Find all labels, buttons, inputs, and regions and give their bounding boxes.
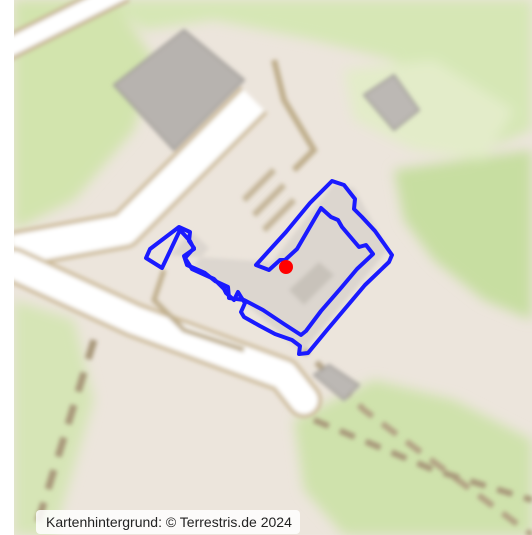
building-inner-court: [289, 262, 334, 305]
green-area-left: [14, 0, 154, 230]
attribution-text: Kartenhintergrund: © Terrestris.de 2024: [46, 514, 292, 530]
parking-marks: [241, 167, 297, 233]
building-small-top-right: [362, 73, 421, 132]
footpath-left: [151, 269, 245, 353]
map-tiles: [14, 0, 532, 535]
building-large: [112, 28, 246, 152]
footpath-upper: [271, 59, 318, 173]
feature-outline[interactable]: [144, 179, 394, 356]
path-diagonal-top-fill: [14, 0, 125, 56]
footpath-bottom-dashed: [312, 417, 532, 503]
map-attribution: Kartenhintergrund: © Terrestris.de 2024: [36, 510, 300, 534]
green-area-right: [394, 150, 532, 320]
green-area-top: [104, 0, 532, 150]
lower-road: [14, 251, 318, 414]
outlined-building-footprint: [169, 183, 388, 353]
green-area-bottom: [294, 380, 532, 535]
map-canvas[interactable]: Kartenhintergrund: © Terrestris.de 2024: [14, 0, 532, 535]
building-small-bottom: [312, 363, 361, 402]
red-dot-icon[interactable]: [279, 260, 293, 274]
road: [14, 89, 265, 265]
green-area-bottom-left: [14, 300, 94, 535]
